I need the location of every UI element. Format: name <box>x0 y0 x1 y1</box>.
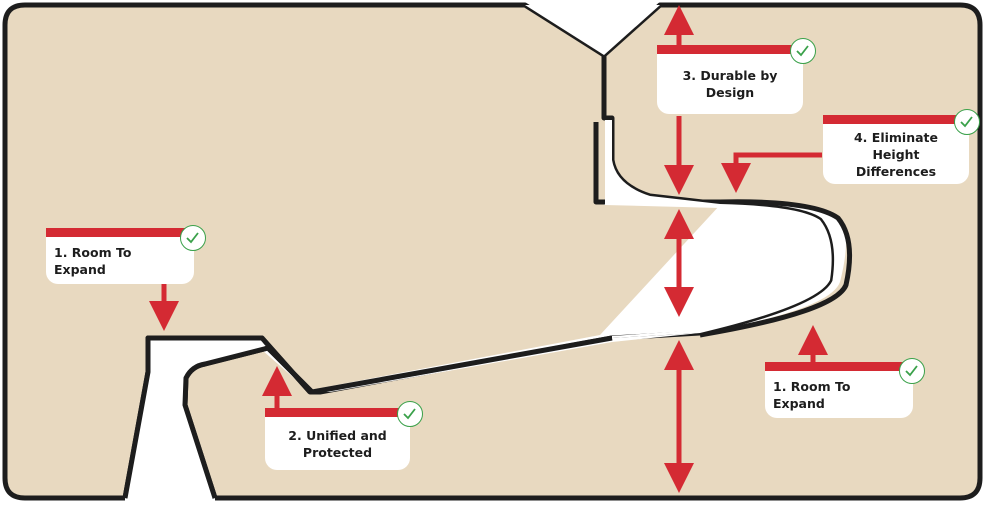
callout-room-to-expand-left: 1. Room To Expand <box>46 225 216 284</box>
callout-unified-protected: 2. Unified and Protected <box>265 400 425 472</box>
callout-bar <box>823 115 963 124</box>
callout-label: 3. Durable by Design <box>682 68 778 100</box>
callout-label: 1. Room To Expand <box>54 244 132 277</box>
check-icon <box>899 358 925 384</box>
callout-card: 1. Room To Expand <box>765 371 913 418</box>
callout-bar <box>657 45 797 54</box>
upper-channel-inner <box>593 122 853 338</box>
callout-card: 3. Durable by Design <box>657 54 803 114</box>
callout-bar <box>46 228 196 237</box>
callout-bar <box>265 408 405 417</box>
callout-eliminate-height-differences: 4. Eliminate Height Differences <box>823 109 985 186</box>
callout-label: 1. Room To Expand <box>773 378 851 411</box>
callout-durable-by-design: 3. Durable by Design <box>657 38 827 116</box>
base-gap <box>125 340 265 498</box>
arrows <box>149 5 828 493</box>
notch-gap <box>525 5 660 55</box>
check-icon <box>180 225 206 251</box>
callout-label: 2. Unified and Protected <box>288 427 387 460</box>
check-icon <box>790 38 816 64</box>
callout-bar <box>765 362 915 371</box>
callout-card: 2. Unified and Protected <box>265 417 410 470</box>
base-outline <box>122 335 613 499</box>
slab-body <box>5 5 980 498</box>
callout-label: 4. Eliminate Height Differences <box>853 129 938 179</box>
arrow-eliminate <box>721 152 822 193</box>
callout-card: 1. Room To Expand <box>46 237 194 284</box>
callout-room-to-expand-right: 1. Room To Expand <box>765 358 935 422</box>
callout-card: 4. Eliminate Height Differences <box>823 124 969 184</box>
check-icon <box>397 401 423 427</box>
check-icon <box>954 109 980 135</box>
